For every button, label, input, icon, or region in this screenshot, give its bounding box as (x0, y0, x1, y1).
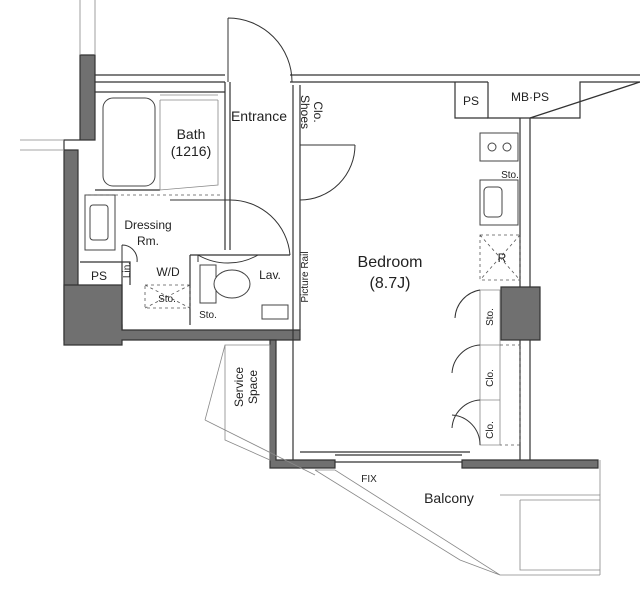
shoes-clo-label: Clo. (311, 101, 325, 122)
bedroom-door (299, 144, 356, 201)
bedroom-label: Bedroom (358, 254, 423, 271)
fridge-label: R (498, 251, 507, 265)
bedroom-size-label: (8.7J) (370, 275, 411, 292)
sto-wd-label: Sto. (158, 294, 176, 305)
dressing-door (170, 199, 291, 256)
bath-label: Bath (177, 126, 206, 142)
mb-ps-label: MB·PS (511, 90, 549, 104)
lav-sink (261, 304, 289, 320)
dressing-rm-label: Rm. (137, 234, 159, 248)
service-label: Service (232, 367, 246, 407)
cooktop (479, 132, 519, 162)
closet-doors (451, 289, 481, 446)
sto-right-label: Sto. (485, 308, 496, 326)
bathtub (102, 97, 156, 187)
space-label: Space (246, 370, 260, 404)
fridge-space (479, 234, 521, 281)
fix-label: FIX (361, 474, 377, 485)
balcony-label: Balcony (424, 490, 474, 506)
bath-size-label: (1216) (171, 143, 211, 159)
entrance-label: Entrance (231, 108, 287, 124)
fixtures (84, 17, 601, 576)
walls (20, 0, 640, 469)
ps-left-label: PS (91, 269, 107, 283)
ps-top-label: PS (463, 94, 479, 108)
sto-lav-label: Sto. (199, 310, 217, 321)
labels: Bath (1216) Entrance Shoes Clo. Dressing… (91, 90, 549, 506)
clo-2-label: Clo. (485, 421, 496, 439)
shoes-label: Shoes (298, 95, 312, 129)
dressing-label: Dressing (124, 218, 171, 232)
wd-label: W/D (156, 265, 180, 279)
toilet-bowl (213, 269, 251, 299)
clo-1-label: Clo. (485, 369, 496, 387)
lin-label: Lin. (122, 262, 133, 278)
picture-rail-label: Picture Rail (300, 251, 311, 302)
fix-window (335, 454, 462, 463)
sto-kitchen-label: Sto. (501, 170, 519, 181)
lav-label: Lav. (259, 268, 281, 282)
entrance-door (227, 17, 293, 83)
